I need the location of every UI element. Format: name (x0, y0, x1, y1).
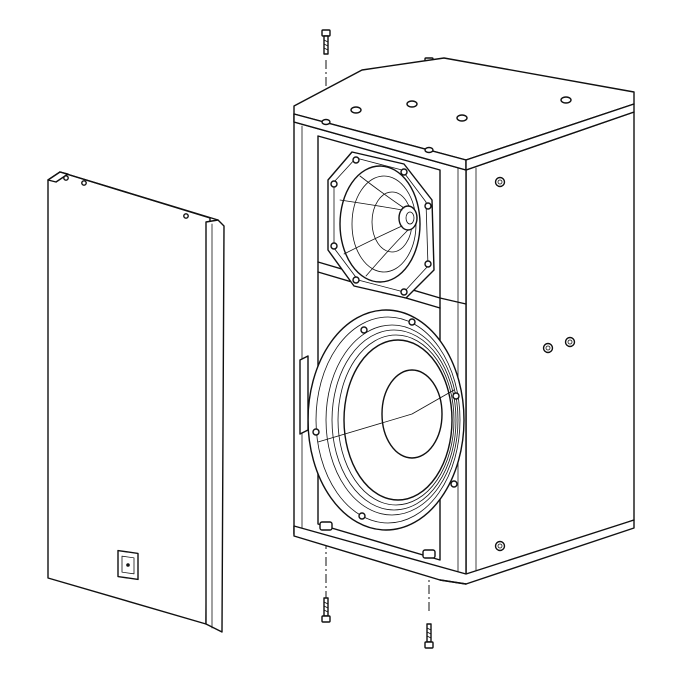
horn-screw (330, 242, 338, 250)
horn-flare (365, 229, 409, 277)
horn-screw (400, 288, 408, 296)
top-plate-side-lip (465, 103, 635, 171)
woofer-bolt (312, 428, 320, 436)
side-fixing-inner (497, 543, 503, 549)
woofer-bolt (450, 480, 458, 488)
top-hole (321, 118, 331, 126)
horn-screw (352, 156, 360, 164)
horn-flare (359, 175, 405, 209)
cabinet-bottom-plate (293, 519, 635, 585)
side-fixing (542, 342, 554, 354)
horn-screw (400, 168, 408, 176)
side-fixing-inner (567, 339, 573, 345)
screw-bottom-right (424, 623, 434, 649)
grille-side-flange (205, 219, 225, 633)
screw-top-left (321, 29, 331, 55)
woofer-section-line (317, 389, 455, 443)
side-fixing (564, 336, 576, 348)
bottom-foot (319, 521, 333, 531)
top-hole (424, 146, 434, 154)
grille-hole (63, 175, 69, 181)
top-hole (350, 106, 362, 114)
horn-screw (330, 180, 338, 188)
front-grille-panel (47, 171, 225, 633)
badge-dot (126, 563, 130, 567)
top-hole (456, 114, 468, 122)
woofer-frame-inner (315, 316, 461, 524)
horn-throat-inner (405, 211, 415, 225)
horn-screw (352, 276, 360, 284)
horn-flare (343, 225, 403, 255)
side-fixing-inner (545, 345, 551, 351)
side-fixing-inner (497, 179, 503, 185)
grille-top-edge (59, 171, 219, 221)
woofer-bolt (360, 326, 368, 334)
horn-flare (339, 199, 403, 211)
horn-screw (424, 260, 432, 268)
side-fixing (494, 540, 506, 552)
grille-hole (183, 213, 189, 219)
lf-woofer (299, 309, 465, 531)
grille-badge-inner (121, 555, 135, 575)
woofer-surround-outer (325, 324, 459, 516)
woofer-bolt (452, 392, 460, 400)
woofer-surround-mid (331, 329, 457, 511)
horn-screw (424, 202, 432, 210)
bottom-foot (422, 549, 436, 559)
woofer-bracket (299, 355, 309, 435)
woofer-bolt (358, 512, 366, 520)
hf-horn-driver (327, 151, 435, 299)
woofer-bolt (408, 318, 416, 326)
screw-bottom-left (321, 597, 331, 623)
bottom-plate-edge (439, 579, 467, 585)
woofer-surround-inner (337, 334, 455, 506)
grille-hole (81, 180, 87, 186)
top-hole (406, 100, 418, 108)
top-hole (560, 96, 572, 104)
baffle-shelf-edge (439, 297, 467, 305)
side-fixing (494, 176, 506, 188)
horn-mouth (339, 165, 421, 283)
